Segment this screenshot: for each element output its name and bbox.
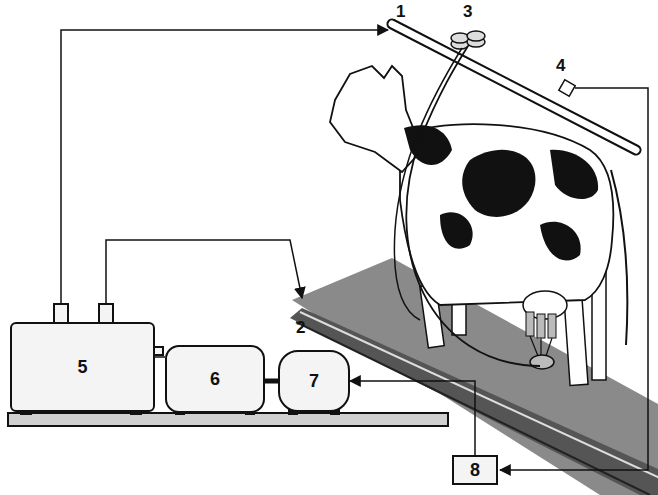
milking-claw [530,355,554,369]
cow-tail [611,170,627,345]
part-number: 6 [210,369,220,390]
teat-cup [548,314,556,338]
vacuum-tank: 5 [10,322,155,412]
air-pipe [155,356,165,358]
short-tube [530,336,552,356]
callout-number: 1 [396,2,405,22]
part-number: 5 [77,357,87,378]
callout-number: 3 [463,2,472,22]
vacuum-pump: 6 [165,345,265,413]
cow-spot [404,125,452,165]
electric-motor: 7 [278,350,350,412]
cow-body [400,124,613,305]
part-number: 8 [470,460,480,481]
cow-head [330,66,422,172]
part-number: 7 [309,371,319,392]
cow-spot [540,222,581,261]
callout-number: 2 [296,318,305,338]
cow [330,66,627,385]
callout-number: 4 [556,56,565,76]
nozzle [99,304,113,324]
cow-spot [550,150,598,199]
controller-box: 8 [452,455,498,485]
control-line [350,381,475,455]
vacuum-line [106,240,302,304]
sensor [559,80,575,96]
milk-tube [406,46,540,366]
vacuum-line [61,30,388,304]
cow-spot [462,150,535,217]
teat-cup [537,314,545,338]
teat-cup [526,312,534,336]
nozzle [54,304,68,324]
base-platform [8,413,448,426]
pulse-tube [394,48,462,320]
cow-spot [440,212,473,248]
pulsator [467,31,485,41]
drive-shaft [265,379,278,384]
